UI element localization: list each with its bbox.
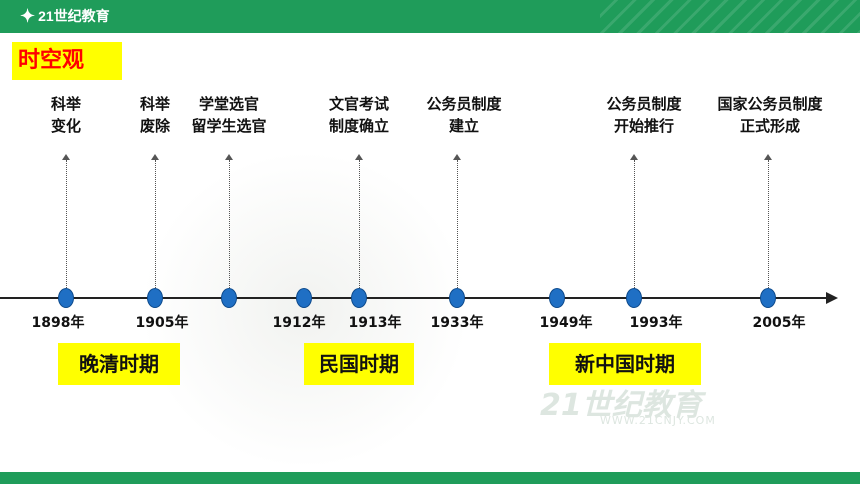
year-label: 1993年 (629, 315, 683, 331)
event-label: 文官考试制度确立 (328, 95, 390, 135)
arrow-up-icon (62, 154, 70, 160)
period-republic: 民国时期 (304, 343, 414, 385)
connector-line (66, 160, 67, 290)
year-label: 1913年 (348, 315, 402, 331)
connector-line (155, 160, 156, 290)
timeline-axis (0, 297, 828, 299)
event-label: 科举废除 (139, 95, 171, 135)
event-label: 国家公务员制度正式形成 (717, 95, 823, 135)
timeline-dot (58, 288, 74, 308)
period-new-china: 新中国时期 (549, 343, 701, 385)
background-decoration (140, 150, 470, 470)
timeline-dot (351, 288, 367, 308)
arrow-right-icon (826, 292, 838, 304)
event-label: 科举变化 (50, 95, 82, 135)
header-bar: ✦ 21世纪教育 (0, 0, 860, 33)
arrow-up-icon (630, 154, 638, 160)
connector-line (768, 160, 769, 290)
watermark-url: WWW.21CNJY.COM (600, 414, 716, 427)
arrow-up-icon (355, 154, 363, 160)
year-label: 2005年 (752, 315, 806, 331)
year-label: 1905年 (135, 315, 189, 331)
arrow-up-icon (453, 154, 461, 160)
timeline-dot (549, 288, 565, 308)
event-label: 学堂选官留学生选官 (191, 95, 267, 135)
arrow-up-icon (151, 154, 159, 160)
logo-text: 21世纪教育 (38, 8, 110, 24)
event-label: 公务员制度开始推行 (606, 95, 682, 135)
footer-bar (0, 472, 860, 484)
year-label: 1898年 (31, 315, 85, 331)
timeline-dot (221, 288, 237, 308)
year-label: 1912年 (272, 315, 326, 331)
connector-line (457, 160, 458, 290)
header-stripes (600, 0, 860, 33)
watermark-logo: 21世纪教育 (540, 388, 702, 423)
runner-icon: ✦ (20, 5, 36, 26)
year-label: 1933年 (430, 315, 484, 331)
timeline-dot (296, 288, 312, 308)
event-label: 公务员制度建立 (426, 95, 502, 135)
connector-line (229, 160, 230, 290)
connector-line (359, 160, 360, 290)
arrow-up-icon (764, 154, 772, 160)
timeline-dot (760, 288, 776, 308)
arrow-up-icon (225, 154, 233, 160)
section-title: 时空观 (12, 42, 122, 80)
timeline-dot (147, 288, 163, 308)
logo: ✦ 21世纪教育 (20, 5, 110, 27)
timeline-dot (449, 288, 465, 308)
timeline-dot (626, 288, 642, 308)
period-late-qing: 晚清时期 (58, 343, 180, 385)
year-label: 1949年 (539, 315, 593, 331)
connector-line (634, 160, 635, 290)
